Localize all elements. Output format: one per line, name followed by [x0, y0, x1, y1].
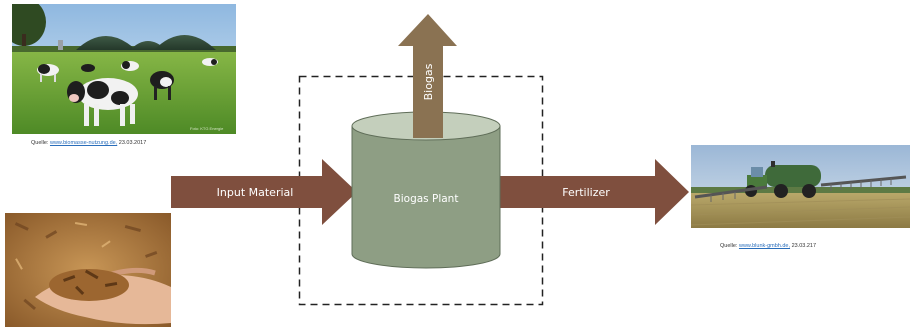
cows-caption-date: 23.03.2017	[118, 140, 147, 146]
fertilizer-arrow	[500, 159, 689, 225]
tractor-photo	[691, 145, 910, 228]
biogas-label: Biogas	[422, 63, 435, 100]
photo-credit: Foto: KTG Energie	[190, 126, 224, 131]
tractor-caption-date: 23.03.217	[791, 243, 817, 249]
cow-right	[150, 71, 174, 100]
biogas-plant-label: Biogas Plant	[394, 193, 459, 205]
cows-source-link[interactable]: www.biomasse-nutzung.de,	[49, 140, 118, 146]
wood-chips-photo	[5, 213, 171, 327]
biogas-arrow	[398, 14, 457, 138]
cow-back	[81, 58, 218, 72]
tractor-caption: Quelle: www.blunk-gmbh.de, 23.03.217	[720, 243, 816, 249]
input-material-label: Input Material	[217, 186, 294, 199]
cow-mid	[121, 61, 139, 71]
cow-left	[37, 64, 59, 82]
cows-caption-prefix: Quelle:	[31, 140, 49, 146]
tractor-source-link[interactable]: www.blunk-gmbh.de,	[738, 243, 791, 249]
cows-caption: Quelle: www.biomasse-nutzung.de, 23.03.2…	[31, 140, 146, 146]
cow-large	[67, 78, 138, 126]
tractor-caption-prefix: Quelle:	[720, 243, 738, 249]
fertilizer-label: Fertilizer	[562, 186, 610, 199]
input-arrow	[171, 159, 357, 225]
cows-biogas-photo: Foto: KTG Energie	[12, 4, 236, 134]
